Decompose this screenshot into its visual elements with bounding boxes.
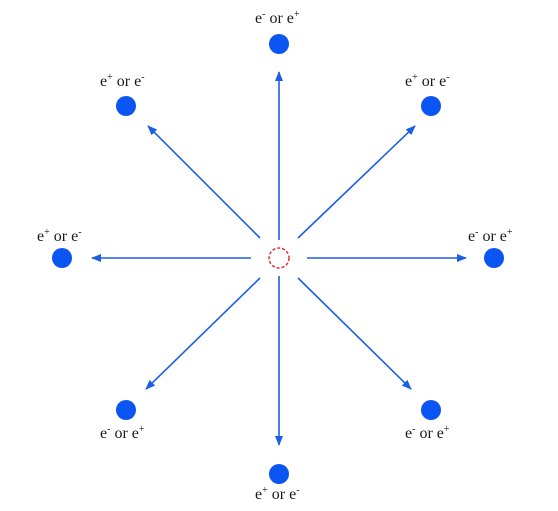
particle-left-dot [52, 248, 72, 268]
particle-bottom-right-dot [421, 400, 441, 420]
label-particle-top-right: e+ or e- [405, 72, 450, 90]
arrows-group [91, 71, 467, 446]
arrow-top-right [297, 125, 416, 239]
particle-right-dot [484, 248, 504, 268]
label-particle-top-left: e+ or e- [100, 72, 145, 90]
particle-bottom-left-dot [116, 400, 136, 420]
label-particle-right: e- or e+ [468, 227, 513, 245]
label-particle-bottom-right: e- or e+ [405, 424, 450, 442]
label-particle-left: e+ or e- [37, 227, 82, 245]
arrow-bottom-left [145, 277, 261, 390]
particle-top-dot [269, 34, 289, 54]
arrow-bottom-right [297, 277, 412, 390]
label-particle-bottom: e+ or e- [255, 485, 300, 503]
particle-top-left-dot [116, 96, 136, 116]
particle-bottom-dot [269, 464, 289, 484]
label-particle-bottom-left: e- or e+ [100, 424, 145, 442]
particles-group [52, 34, 504, 484]
particle-top-right-dot [421, 96, 441, 116]
arrow-top-left [147, 125, 261, 239]
label-particle-top: e- or e+ [255, 9, 300, 27]
center-circle [268, 247, 290, 269]
